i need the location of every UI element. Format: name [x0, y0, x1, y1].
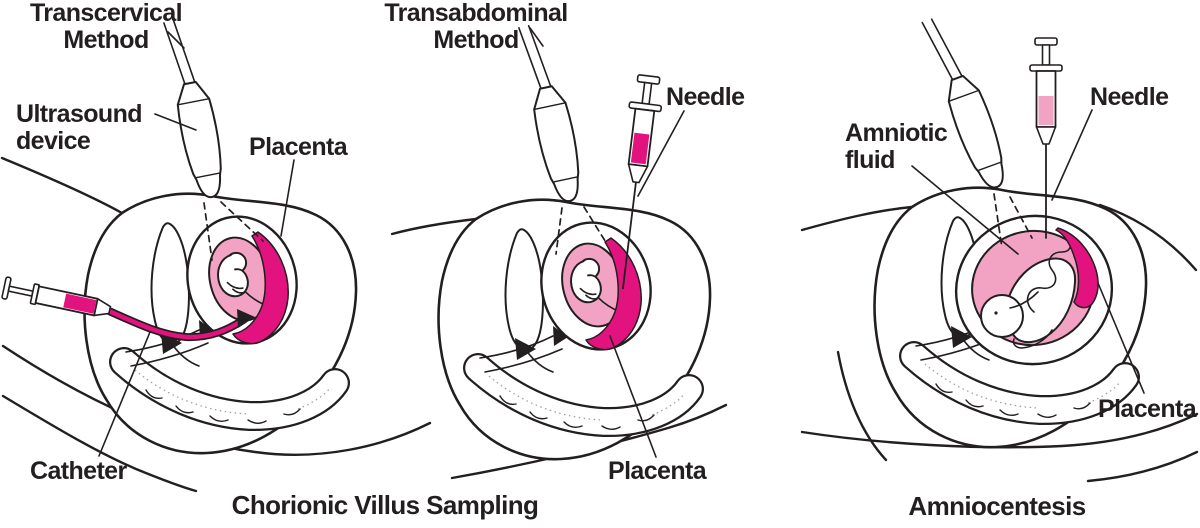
body-contour	[390, 217, 478, 236]
leader-catheter	[98, 331, 151, 457]
label-needle-right: Needle	[1090, 83, 1169, 111]
label-amniotic-fluid: Amniotic fluid	[845, 119, 948, 174]
leader-amniotic-fluid	[911, 165, 1019, 255]
label-placenta-right: Placenta	[1098, 395, 1197, 423]
amniocentesis-panel-drawing	[800, 10, 1199, 483]
label-placenta-middle: Placenta	[608, 457, 707, 485]
caption-chorionic-villus-sampling: Chorionic Villus Sampling	[231, 490, 539, 520]
umbilical-cord	[1026, 239, 1072, 313]
leader-placenta-left	[280, 159, 295, 237]
label-ultrasound-device: Ultrasound device	[16, 100, 143, 155]
label-catheter: Catheter	[30, 457, 127, 485]
syringe-needle	[622, 74, 663, 290]
body-contour	[450, 403, 728, 480]
body-contour	[0, 156, 124, 215]
ultrasound-beam	[555, 206, 608, 255]
leader-placenta-mid	[609, 335, 657, 458]
body-contour	[1, 394, 198, 493]
syringe	[1, 276, 112, 317]
transcervical-panel-drawing	[0, 16, 432, 493]
placenta	[232, 231, 289, 345]
label-placenta-left: Placenta	[249, 133, 348, 161]
leader-placenta-right	[1097, 282, 1145, 394]
body-contour	[1086, 450, 1199, 483]
syringe-needle	[1029, 37, 1063, 239]
caption-amniocentesis: Amniocentesis	[908, 491, 1086, 521]
label-needle-middle: Needle	[666, 83, 745, 111]
leader-transcervical	[167, 31, 185, 49]
placenta	[585, 237, 642, 351]
leader-needle-mid	[637, 110, 685, 197]
placenta	[1055, 227, 1099, 309]
ultrasound-beam	[203, 201, 264, 261]
leader-transabdominal	[529, 27, 544, 47]
body-contour	[1098, 203, 1198, 272]
body-contour	[800, 412, 1199, 449]
label-transabdominal-method: Transabdominal Method	[384, 0, 568, 54]
body-contour	[836, 350, 888, 462]
leader-needle-right	[1051, 109, 1093, 201]
fetus	[980, 239, 1077, 349]
body-contour	[800, 205, 914, 232]
body-contour	[1, 344, 432, 456]
label-transcervical-method: Transcervical Method	[29, 0, 183, 54]
catheter	[105, 307, 255, 342]
transabdominal-panel-drawing	[390, 20, 728, 480]
leader-ultrasound	[154, 113, 197, 131]
